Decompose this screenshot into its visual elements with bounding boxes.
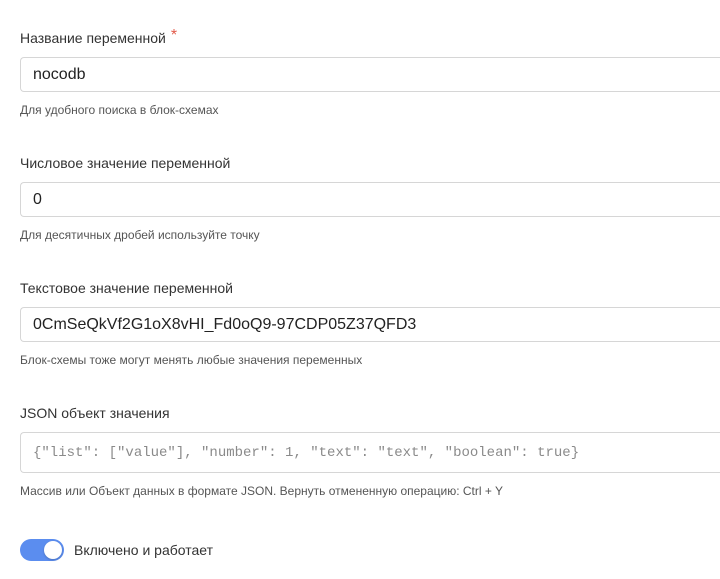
json-value-label: JSON объект значения <box>20 405 170 421</box>
variable-name-input[interactable] <box>20 57 720 92</box>
number-value-hint: Для десятичных дробей используйте точку <box>20 228 260 242</box>
text-value-input[interactable] <box>20 307 720 342</box>
text-value-field: Текстовое значение переменной Блок-схемы… <box>20 278 720 368</box>
variable-name-label: Название переменной* <box>20 27 720 48</box>
text-value-hint: Блок-схемы тоже могут менять любые значе… <box>20 353 363 367</box>
number-value-input[interactable] <box>20 182 720 217</box>
enabled-toggle-label: Включено и работает <box>74 542 214 558</box>
text-value-label: Текстовое значение переменной <box>20 280 233 296</box>
variable-name-hint: Для удобного поиска в блок-схемах <box>20 103 219 117</box>
toggle-knob <box>44 541 62 559</box>
number-value-field: Числовое значение переменной Для десятич… <box>20 153 720 243</box>
variable-name-label-text: Название переменной <box>20 30 166 46</box>
required-mark: * <box>170 27 178 44</box>
variable-name-field: Название переменной* Для удобного поиска… <box>20 27 720 118</box>
json-value-hint: Массив или Объект данных в формате JSON.… <box>20 484 504 498</box>
json-value-input[interactable] <box>20 432 720 473</box>
enabled-toggle-row: Включено и работает <box>20 538 213 562</box>
enabled-toggle-switch[interactable] <box>20 539 64 561</box>
json-value-field: JSON объект значения Массив или Объект д… <box>20 403 720 499</box>
number-value-label: Числовое значение переменной <box>20 155 231 171</box>
